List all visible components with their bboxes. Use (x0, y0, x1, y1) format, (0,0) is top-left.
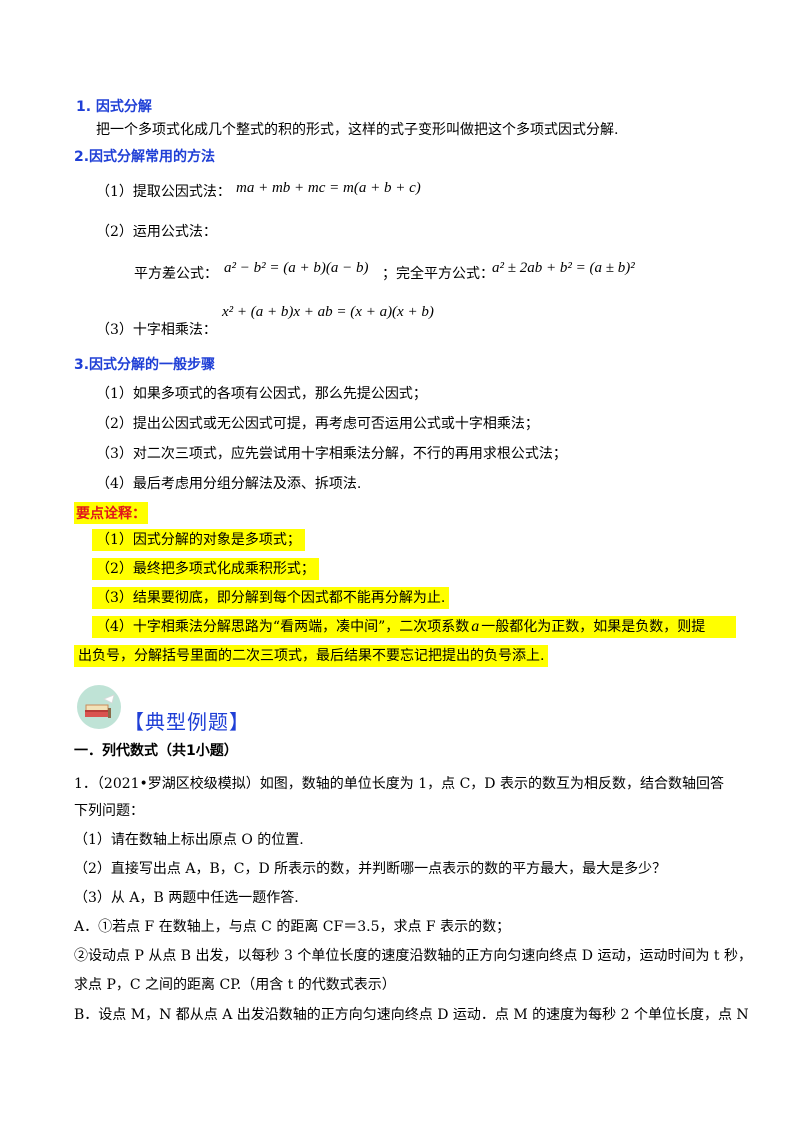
full-square-formula: a² ± 2ab + b² = (a ± b)² (492, 260, 635, 276)
note-4-variable: a (471, 618, 480, 635)
question-b-1: B．设点 M，N 都从点 A 出发沿数轴的正方向匀速向终点 D 运动．点 M 的… (74, 1007, 749, 1023)
method-3-formula: x² + (a + b)x + ab = (x + a)(x + b) (222, 304, 434, 320)
section-1-title: 1. 因式分解 (76, 99, 152, 115)
note-3: （3）结果要彻底，即分解到每个因式都不能再分解为止. (92, 587, 450, 609)
note-2: （2）最终把多项式化成乘积形式； (92, 558, 319, 580)
examples-section-title: 一．列代数式（共1小题） (74, 743, 238, 759)
examples-banner: 【典型例题】 (124, 710, 250, 734)
section-2-title: 2.因式分解常用的方法 (74, 149, 216, 165)
method-2-label: （2）运用公式法： (96, 224, 217, 240)
section-3-title: 3.因式分解的一般步骤 (74, 357, 216, 373)
step-2: （2）提出公因式或无公因式可提，再考虑可否运用公式或十字相乘法； (96, 416, 539, 432)
question-part-2: （2）直接写出点 A，B，C，D 所表示的数，并判断哪一点表示的数的平方最大，最… (74, 861, 667, 877)
note-1: （1）因式分解的对象是多项式； (92, 529, 305, 551)
question-a-3: 求点 P，C 之间的距离 CP.（用含 t 的代数式表示） (74, 977, 396, 993)
method-3-label: （3）十字相乘法： (96, 322, 217, 338)
note-4-part-b: 一般都化为正数，如果是负数，则提 (481, 619, 706, 635)
full-square-label: ；完全平方公式： (382, 266, 494, 282)
note-4-part-a: （4）十字相乘法分解思路为“看两端，凑中间”，二次项系数 (96, 619, 470, 635)
book-icon (76, 684, 122, 730)
question-line-2: 下列问题： (74, 803, 144, 819)
question-part-1: （1）请在数轴上标出原点 O 的位置. (74, 832, 304, 848)
question-a-1: A．①若点 F 在数轴上，与点 C 的距离 CF＝3.5，求点 F 表示的数； (74, 919, 511, 935)
step-3: （3）对二次三项式，应先尝试用十字相乘法分解，不行的再用求根公式法； (96, 446, 567, 462)
square-diff-formula: a² − b² = (a + b)(a − b) (224, 260, 369, 276)
note-4-line-2: 出负号，分解括号里面的二次三项式，最后结果不要忘记把提出的负号添上. (74, 645, 549, 667)
section-1-body: 把一个多项式化成几个整式的积的形式，这样的式子变形叫做把这个多项式因式分解. (96, 122, 619, 138)
question-part-3: （3）从 A，B 两题中任选一题作答. (74, 890, 299, 906)
method-1-label: （1）提取公因式法： (96, 184, 231, 200)
question-line-1: 1．（2021•罗湖区校级模拟）如图，数轴的单位长度为 1，点 C，D 表示的数… (74, 776, 724, 792)
step-1: （1）如果多项式的各项有公因式，那么先提公因式； (96, 386, 427, 402)
question-a-2: ②设动点 P 从点 B 出发，以每秒 3 个单位长度的速度沿数轴的正方向匀速向终… (74, 948, 752, 964)
method-1-formula: ma + mb + mc = m(a + b + c) (236, 180, 421, 196)
square-diff-label: 平方差公式： (134, 266, 218, 282)
step-4: （4）最后考虑用分组分解法及添、拆项法. (96, 476, 362, 492)
notes-title: 要点诠释： (74, 502, 148, 524)
